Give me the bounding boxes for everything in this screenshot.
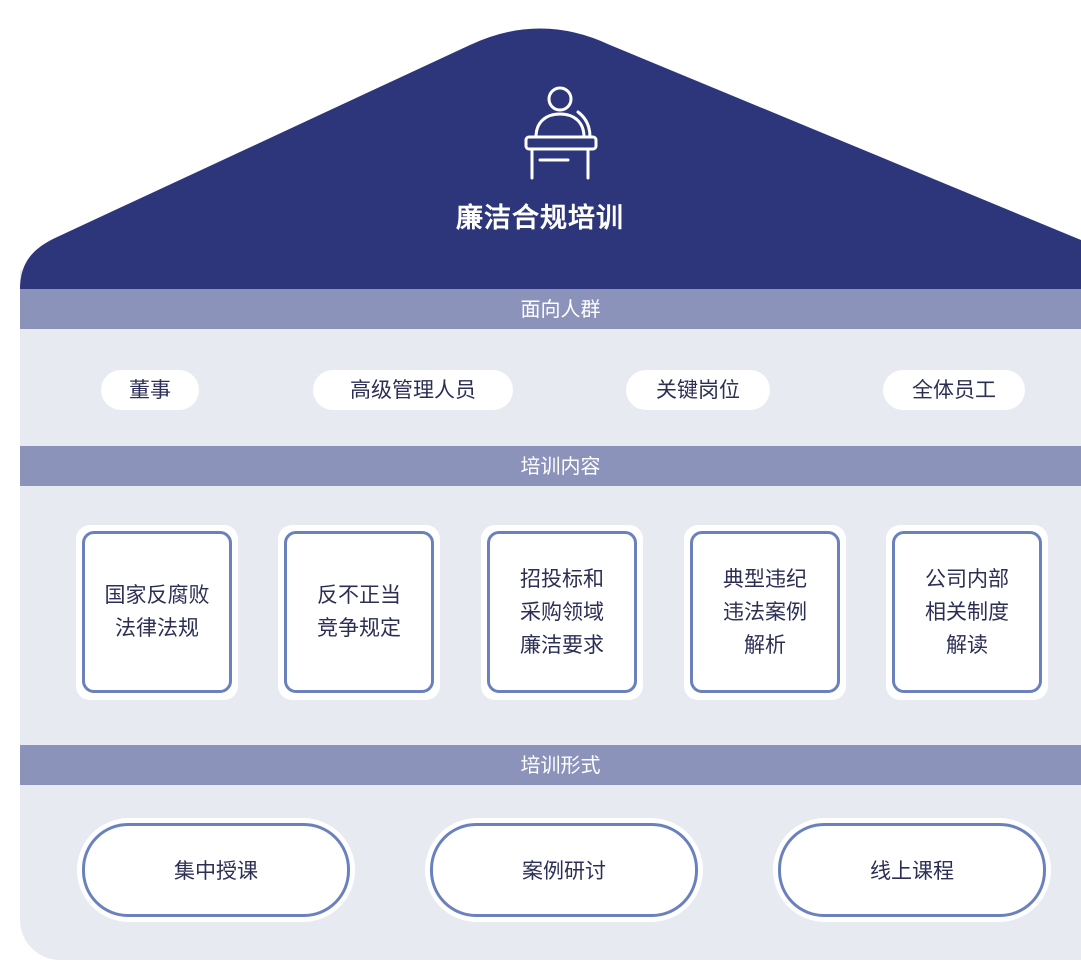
format-pill-border: 案例研讨 [430,823,698,917]
content-card-border: 国家反腐败 法律法规 [82,531,232,693]
content-card-procurement-integrity: 招投标和 采购领域 廉洁要求 [481,525,643,700]
format-pill-case-study: 案例研讨 [425,818,703,922]
audience-header-band: 面向人群 [20,289,1081,329]
format-pill-classroom: 集中授课 [77,818,355,922]
content-card-label: 典型违纪 违法案例 解析 [723,566,807,657]
audience-pill-senior-management: 高级管理人员 [313,370,513,410]
content-card-internal-policies: 公司内部 相关制度 解读 [886,525,1048,700]
format-header-band: 培训形式 [20,745,1081,785]
content-card-case-analysis: 典型违纪 违法案例 解析 [684,525,846,700]
content-card-border: 招投标和 采购领域 廉洁要求 [487,531,637,693]
audience-label: 高级管理人员 [350,378,476,402]
content-header: 培训内容 [520,454,601,478]
content-card-label: 反不正当 竞争规定 [317,583,401,640]
audience-pill-directors: 董事 [101,370,199,410]
content-card-label: 公司内部 相关制度 解读 [925,566,1009,657]
content-card-anti-corruption-law: 国家反腐败 法律法规 [76,525,238,700]
content-card-label: 招投标和 采购领域 廉洁要求 [520,566,604,657]
format-label: 案例研讨 [522,859,606,883]
format-label: 线上课程 [870,859,954,883]
content-header-band: 培训内容 [20,446,1081,486]
content-card-unfair-competition: 反不正当 竞争规定 [278,525,440,700]
format-pill-online: 线上课程 [773,818,1051,922]
audience-label: 关键岗位 [656,378,740,402]
format-label: 集中授课 [174,859,258,883]
content-card-border: 公司内部 相关制度 解读 [892,531,1042,693]
audience-header: 面向人群 [520,297,601,321]
format-header: 培训形式 [520,753,601,777]
format-pill-border: 线上课程 [778,823,1046,917]
content-card-border: 典型违纪 违法案例 解析 [690,531,840,693]
audience-label: 董事 [129,378,171,402]
audience-pill-all-staff: 全体员工 [883,370,1025,410]
format-pill-border: 集中授课 [82,823,350,917]
audience-pill-key-positions: 关键岗位 [626,370,770,410]
content-card-border: 反不正当 竞争规定 [284,531,434,693]
lecturer-podium-icon [524,86,598,180]
audience-label: 全体员工 [912,378,996,402]
diagram-title: 廉洁合规培训 [456,203,624,234]
content-card-label: 国家反腐败 法律法规 [104,583,210,640]
